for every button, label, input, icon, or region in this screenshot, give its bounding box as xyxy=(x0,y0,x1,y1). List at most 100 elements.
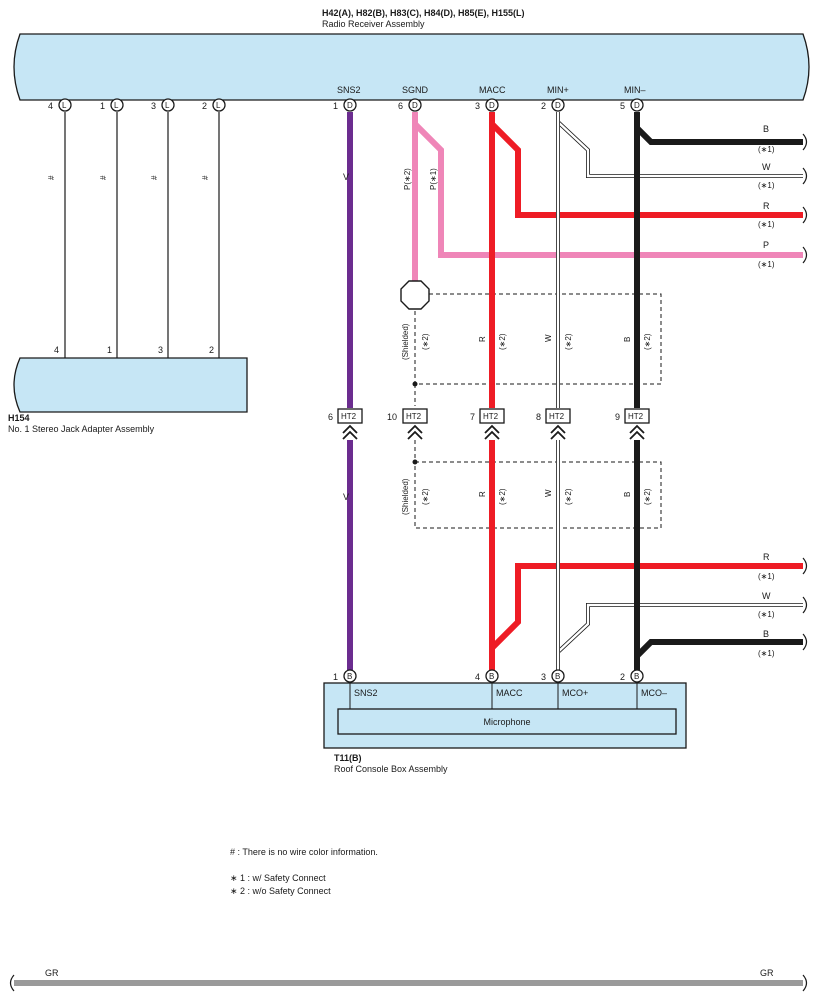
stereo-jack-name: No. 1 Stereo Jack Adapter Assembly xyxy=(8,424,155,434)
svg-text:D: D xyxy=(555,101,561,110)
svg-text:R: R xyxy=(478,336,487,342)
svg-text:R: R xyxy=(763,552,770,562)
note-star2: ∗ 2 : w/o Safety Connect xyxy=(230,886,331,896)
svg-text:1: 1 xyxy=(333,101,338,111)
svg-text:2: 2 xyxy=(541,101,546,111)
svg-text:6: 6 xyxy=(328,412,333,422)
right-branches-bottom: R (∗1) W (∗1) B (∗1) xyxy=(758,552,808,658)
wire-label-p1: P(∗1) xyxy=(429,168,438,190)
svg-text:(∗2): (∗2) xyxy=(564,333,573,350)
bottom-sig-macc: MACC xyxy=(496,688,523,698)
wire-mark-2: # xyxy=(99,175,108,180)
jack-pin-1: 1 xyxy=(107,345,112,355)
roof-console-title: T11(B) xyxy=(334,753,362,763)
svg-text:(∗2): (∗2) xyxy=(421,488,430,505)
svg-text:HT2: HT2 xyxy=(341,412,357,421)
shield-box-upper xyxy=(414,293,662,385)
svg-text:W: W xyxy=(544,489,553,497)
svg-text:HT2: HT2 xyxy=(406,412,422,421)
svg-text:(∗1): (∗1) xyxy=(758,220,775,229)
bottom-sig-mco-minus: MCO– xyxy=(641,688,667,698)
svg-text:D: D xyxy=(347,101,353,110)
svg-text:(∗1): (∗1) xyxy=(758,649,775,658)
top-pins: 4 L 1 L 3 L 2 L 1 D 6 D 3 D 2 D 5 D xyxy=(48,98,644,112)
svg-text:(∗1): (∗1) xyxy=(758,260,775,269)
svg-text:B: B xyxy=(347,672,352,681)
note-star1: ∗ 1 : w/ Safety Connect xyxy=(230,873,326,883)
svg-text:2: 2 xyxy=(202,101,207,111)
svg-text:8: 8 xyxy=(536,412,541,422)
svg-text:P: P xyxy=(763,240,769,250)
jack-pin-2: 2 xyxy=(209,345,214,355)
microphone-box xyxy=(337,708,677,735)
radio-receiver-title: H42(A), H82(B), H83(C), H84(D), H85(E), … xyxy=(322,8,525,18)
svg-text:B: B xyxy=(555,672,560,681)
svg-text:(∗2): (∗2) xyxy=(643,488,652,505)
svg-text:5: 5 xyxy=(620,101,625,111)
gr-label-left: GR xyxy=(45,968,59,978)
svg-text:B: B xyxy=(623,492,632,497)
svg-text:D: D xyxy=(412,101,418,110)
svg-text:6: 6 xyxy=(398,101,403,111)
svg-text:(∗2): (∗2) xyxy=(498,488,507,505)
svg-text:(∗1): (∗1) xyxy=(758,610,775,619)
radio-receiver-box xyxy=(13,33,810,101)
sig-macc: MACC xyxy=(479,85,506,95)
wire-mark-4: # xyxy=(201,175,210,180)
svg-text:HT2: HT2 xyxy=(628,412,644,421)
bottom-pins: 1 B 4 B 3 B 2 B xyxy=(333,669,644,683)
sig-min-plus: MIN+ xyxy=(547,85,569,95)
svg-text:1: 1 xyxy=(333,672,338,682)
svg-text:2: 2 xyxy=(620,672,625,682)
sig-min-minus: MIN– xyxy=(624,85,646,95)
svg-text:(∗2): (∗2) xyxy=(564,488,573,505)
svg-text:L: L xyxy=(62,101,67,110)
jack-pin-3: 3 xyxy=(158,345,163,355)
wire-label-v-lower: V xyxy=(343,492,349,502)
ht2-junction: 6 HT2 10 HT2 7 HT2 8 HT2 9 HT2 xyxy=(328,408,650,440)
svg-text:B: B xyxy=(623,337,632,342)
wire-label-v-upper: V xyxy=(343,172,349,182)
svg-text:B: B xyxy=(763,124,769,134)
sig-sns2: SNS2 xyxy=(337,85,361,95)
svg-text:3: 3 xyxy=(541,672,546,682)
wire-label-p2: P(∗2) xyxy=(403,168,412,190)
wire-mark-3: # xyxy=(150,175,159,180)
svg-text:3: 3 xyxy=(475,101,480,111)
microphone-label: Microphone xyxy=(483,717,530,727)
note-hash: # : There is no wire color information. xyxy=(230,847,378,857)
svg-text:(∗2): (∗2) xyxy=(421,333,430,350)
svg-text:4: 4 xyxy=(48,101,53,111)
shield-ground-symbol xyxy=(400,280,430,310)
bottom-sig-sns2: SNS2 xyxy=(354,688,378,698)
svg-text:B: B xyxy=(763,629,769,639)
svg-text:R: R xyxy=(763,201,770,211)
svg-text:(∗1): (∗1) xyxy=(758,181,775,190)
shield-label-upper: (Shielded) xyxy=(401,323,410,360)
svg-text:D: D xyxy=(489,101,495,110)
svg-text:B: B xyxy=(489,672,494,681)
svg-text:(∗1): (∗1) xyxy=(758,145,775,154)
svg-text:3: 3 xyxy=(151,101,156,111)
svg-text:L: L xyxy=(114,101,119,110)
svg-text:L: L xyxy=(165,101,170,110)
svg-text:(∗2): (∗2) xyxy=(643,333,652,350)
svg-text:HT2: HT2 xyxy=(549,412,565,421)
svg-text:(∗2): (∗2) xyxy=(498,333,507,350)
svg-text:4: 4 xyxy=(475,672,480,682)
svg-text:R: R xyxy=(478,491,487,497)
svg-text:HT2: HT2 xyxy=(483,412,499,421)
svg-text:W: W xyxy=(762,591,771,601)
svg-text:W: W xyxy=(762,162,771,172)
stereo-jack-box xyxy=(13,357,248,413)
svg-text:1: 1 xyxy=(100,101,105,111)
svg-text:(∗1): (∗1) xyxy=(758,572,775,581)
wire-mark-1: # xyxy=(47,175,56,180)
roof-console-name: Roof Console Box Assembly xyxy=(334,764,448,774)
svg-text:W: W xyxy=(544,334,553,342)
radio-receiver-name: Radio Receiver Assembly xyxy=(322,19,425,29)
svg-text:D: D xyxy=(634,101,640,110)
sig-sgnd: SGND xyxy=(402,85,429,95)
jack-pin-4: 4 xyxy=(54,345,59,355)
